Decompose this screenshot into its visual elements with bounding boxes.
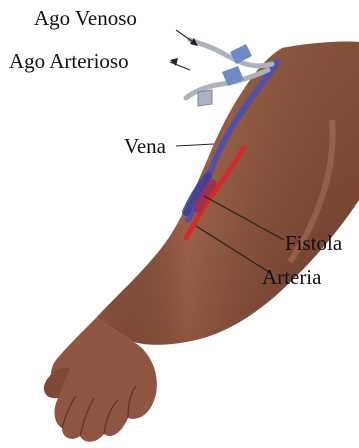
label-ago-arterioso: Ago Arterioso bbox=[9, 49, 129, 73]
label-fistola: Fistola bbox=[285, 231, 343, 255]
label-arteria: Arteria bbox=[262, 265, 322, 289]
label-vena: Vena bbox=[124, 134, 167, 158]
label-ago-venoso: Ago Venoso bbox=[34, 6, 137, 30]
